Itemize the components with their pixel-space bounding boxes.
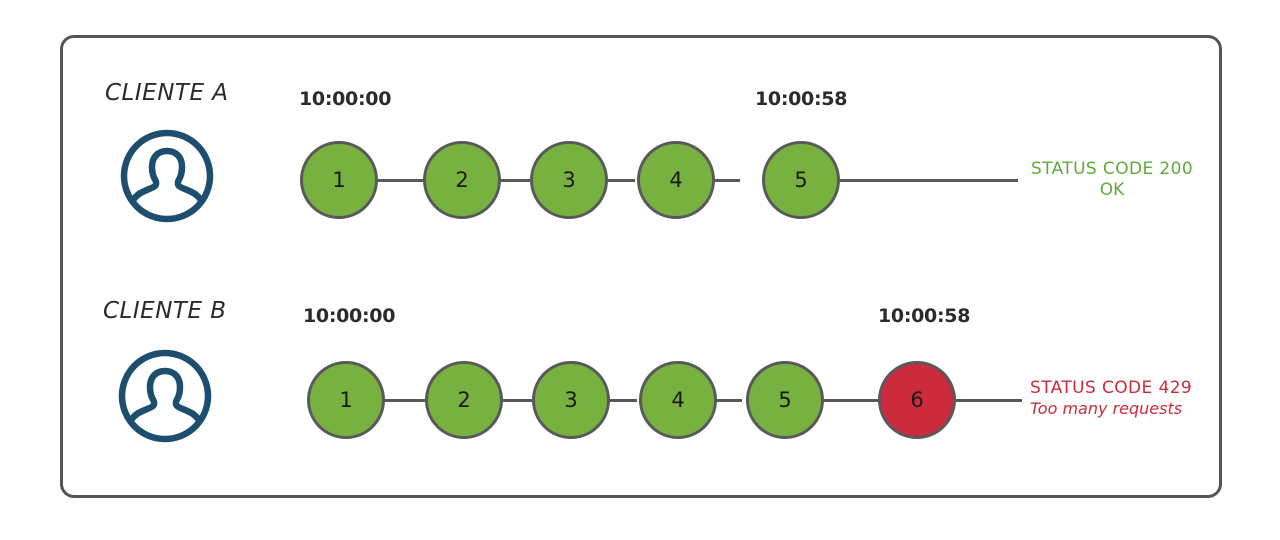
request-node-label: 3 bbox=[564, 388, 578, 412]
connector-b-2-3 bbox=[488, 399, 532, 402]
user-avatar-icon bbox=[119, 128, 215, 224]
request-node[interactable]: 4 bbox=[639, 361, 717, 439]
request-node[interactable]: 1 bbox=[307, 361, 385, 439]
request-node[interactable]: 1 bbox=[300, 141, 378, 219]
status-badge-client-b: STATUS CODE 429 Too many requests bbox=[1030, 378, 1230, 419]
connector-a-4-5 bbox=[690, 179, 740, 182]
connector-a-3-4 bbox=[585, 179, 635, 182]
connector-b-6-status bbox=[956, 399, 1022, 402]
request-node-label: 6 bbox=[910, 388, 924, 412]
request-node[interactable]: 4 bbox=[637, 141, 715, 219]
request-node-label: 2 bbox=[457, 388, 471, 412]
status-code-line: STATUS CODE 429 bbox=[1030, 378, 1193, 398]
connector-b-5-6 bbox=[803, 399, 881, 402]
request-node-blocked[interactable]: 6 bbox=[878, 361, 956, 439]
status-message-line: OK bbox=[1099, 180, 1125, 201]
request-node-label: 1 bbox=[332, 168, 346, 192]
request-node-label: 4 bbox=[669, 168, 683, 192]
connector-a-2-3 bbox=[480, 179, 530, 182]
status-message-line: Too many requests bbox=[1030, 399, 1183, 419]
user-avatar-icon bbox=[117, 348, 213, 444]
connector-b-4-5 bbox=[698, 399, 742, 402]
request-node-label: 5 bbox=[778, 388, 792, 412]
request-node[interactable]: 2 bbox=[425, 361, 503, 439]
client-a-time-end: 10:00:58 bbox=[755, 88, 848, 110]
connector-a-5-status bbox=[838, 179, 1018, 182]
request-node-label: 1 bbox=[339, 388, 353, 412]
connector-a-1-2 bbox=[375, 179, 425, 182]
request-node[interactable]: 5 bbox=[762, 141, 840, 219]
connector-b-3-4 bbox=[593, 399, 637, 402]
client-b-time-end: 10:00:58 bbox=[878, 305, 971, 327]
client-b-label: CLIENTE B bbox=[103, 298, 227, 324]
client-b-time-start: 10:00:00 bbox=[303, 305, 396, 327]
status-badge-client-a: STATUS CODE 200 OK bbox=[1027, 159, 1197, 202]
request-node[interactable]: 5 bbox=[746, 361, 824, 439]
request-node-label: 4 bbox=[671, 388, 685, 412]
request-node-label: 3 bbox=[562, 168, 576, 192]
request-node-label: 5 bbox=[794, 168, 808, 192]
client-a-label: CLIENTE A bbox=[105, 80, 229, 106]
request-node[interactable]: 3 bbox=[532, 361, 610, 439]
request-node-label: 2 bbox=[455, 168, 469, 192]
request-node[interactable]: 2 bbox=[423, 141, 501, 219]
client-a-time-start: 10:00:00 bbox=[299, 88, 392, 110]
connector-b-1-2 bbox=[383, 399, 427, 402]
diagram-frame bbox=[60, 35, 1222, 498]
request-node[interactable]: 3 bbox=[530, 141, 608, 219]
status-code-line: STATUS CODE 200 bbox=[1030, 159, 1194, 179]
